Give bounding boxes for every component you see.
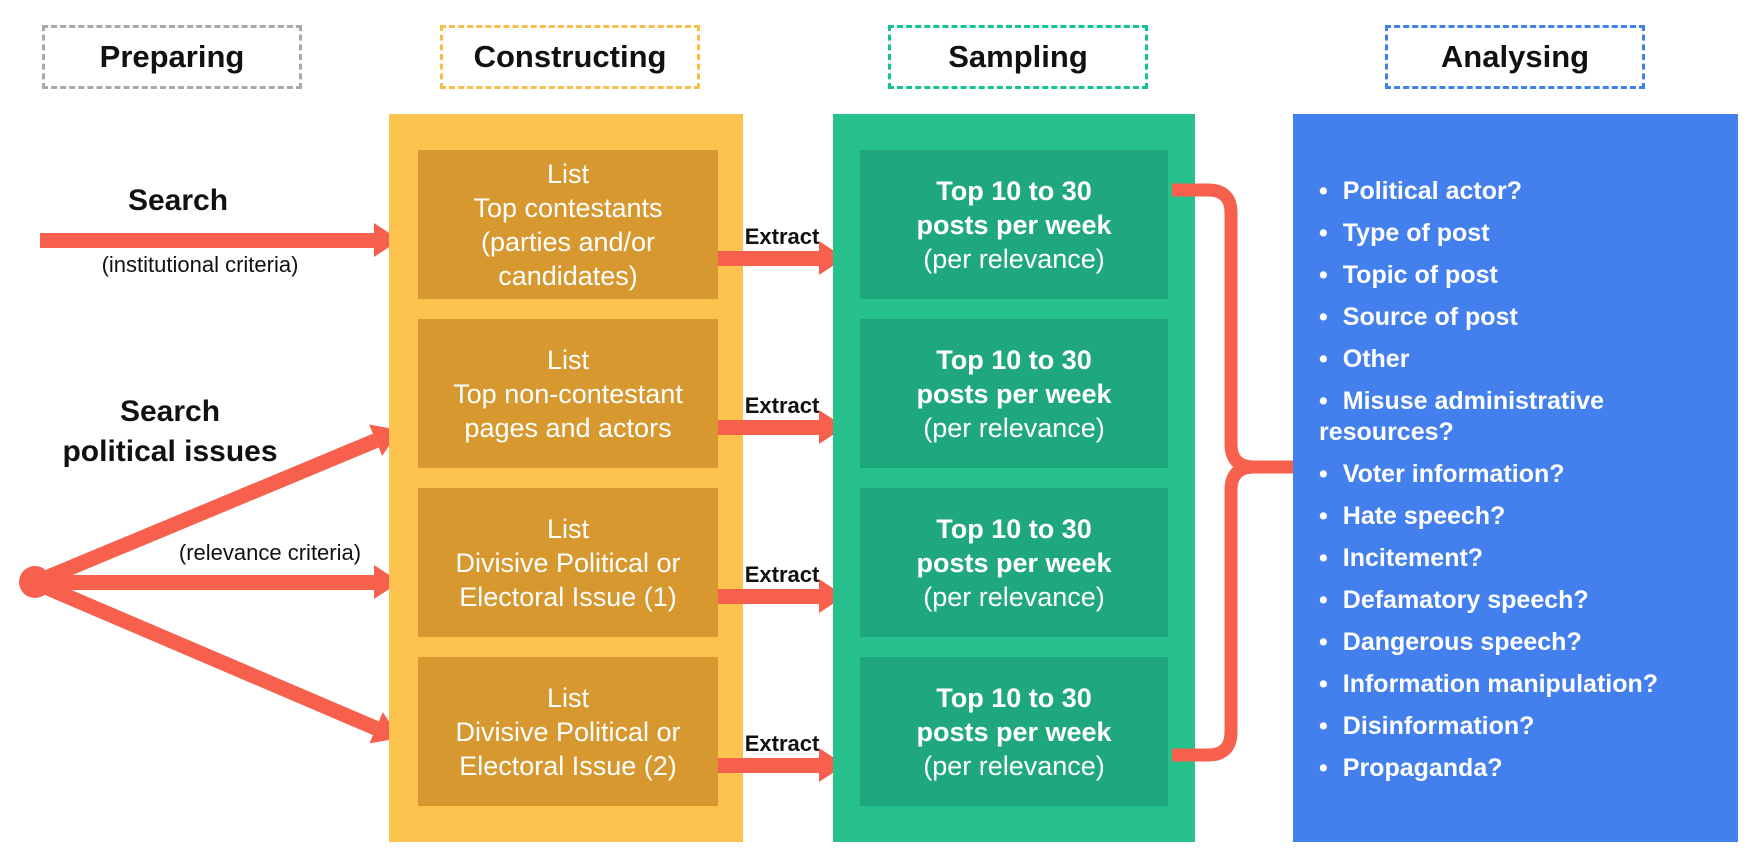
bullet-item: Misuse administrative resources? (1319, 386, 1708, 448)
bullet-text: Disinformation? (1342, 712, 1535, 740)
bullet-text: Other (1342, 345, 1410, 373)
bullet-text: Information manipulation? (1342, 670, 1659, 698)
sampling-panel: Top 10 to 30 posts per week (per relevan… (833, 114, 1195, 842)
extract-label-2: Extract (744, 393, 820, 418)
extract-label-4: Extract (744, 731, 820, 756)
arrow-shaft (718, 250, 819, 266)
arrow-shaft (35, 574, 374, 590)
bullet-text: Propaganda? (1342, 754, 1503, 782)
extract-label-1: Extract (744, 224, 820, 249)
box-text-line: posts per week (916, 716, 1112, 747)
bullet-item: Propaganda? (1319, 753, 1708, 784)
search-issues-label: Search political issues (30, 392, 310, 472)
box-text-line: posts per week (916, 209, 1112, 240)
bullet-item: Political actor? (1319, 176, 1708, 207)
bullet-item: Defamatory speech? (1319, 585, 1708, 616)
phase-label-analysing: Analysing (1385, 25, 1645, 89)
relevance-note: (relevance criteria) (178, 540, 362, 565)
phase-label-preparing: Preparing (42, 25, 302, 89)
constructing-box-1: List Top contestants (parties and/or can… (418, 150, 718, 299)
bullet-text: Dangerous speech? (1342, 628, 1582, 656)
sampling-box-2: Top 10 to 30 posts per week (per relevan… (860, 319, 1168, 468)
box-text-line: Top 10 to 30 (936, 344, 1092, 375)
bullet-item: Incitement? (1319, 543, 1708, 574)
sampling-box-1: Top 10 to 30 posts per week (per relevan… (860, 150, 1168, 299)
bullet-text: Source of post (1342, 303, 1518, 331)
issues-line-1: Search (119, 395, 221, 428)
extract-arrow-4 (718, 748, 845, 782)
bullet-item: Other (1319, 344, 1708, 375)
phase-label-text: Analysing (1440, 39, 1590, 74)
box-text-line: (parties and/or (480, 226, 656, 257)
box-text-line: posts per week (916, 547, 1112, 578)
arrow-shaft (40, 232, 374, 248)
box-text-line: List (546, 344, 590, 375)
brace-connector (1172, 183, 1297, 762)
analysing-panel: Political actor? Type of post Topic of p… (1293, 114, 1738, 842)
search-label: Search (127, 184, 229, 217)
bullet-item: Disinformation? (1319, 711, 1708, 742)
box-text-line: Top 10 to 30 (936, 513, 1092, 544)
arrow-shaft (32, 575, 380, 735)
bullet-text: Incitement? (1342, 544, 1484, 572)
constructing-box-2: List Top non-contestant pages and actors (418, 319, 718, 468)
extract-label-3: Extract (744, 562, 820, 587)
box-text-line: Divisive Political or (455, 716, 681, 747)
extract-arrow-3 (718, 579, 845, 613)
box-text-line: (per relevance) (923, 412, 1105, 443)
phase-label-text: Preparing (99, 39, 245, 74)
box-text-line: Electoral Issue (1) (459, 581, 677, 612)
constructing-box-4: List Divisive Political or Electoral Iss… (418, 657, 718, 806)
bullet-text: Defamatory speech? (1342, 586, 1589, 614)
bullet-item: Information manipulation? (1319, 669, 1708, 700)
constructing-box-3: List Divisive Political or Electoral Iss… (418, 488, 718, 637)
phase-label-constructing: Constructing (440, 25, 700, 89)
bullet-item: Dangerous speech? (1319, 627, 1708, 658)
bullet-item: Topic of post (1319, 260, 1708, 291)
extract-arrow-2 (718, 410, 845, 444)
bullet-text: Voter information? (1342, 460, 1565, 488)
bullet-item: Source of post (1319, 302, 1708, 333)
constructing-panel: List Top contestants (parties and/or can… (389, 114, 743, 842)
box-text-line: Electoral Issue (2) (459, 750, 677, 781)
box-text-line: List (546, 682, 590, 713)
arrow-shaft (718, 419, 819, 435)
box-text-line: posts per week (916, 378, 1112, 409)
bullet-text: Misuse administrative resources? (1319, 387, 1604, 446)
box-text-line: Top non-contestant (453, 378, 683, 409)
box-text-line: pages and actors (464, 412, 672, 443)
arrow-shaft (718, 757, 819, 773)
sampling-box-3: Top 10 to 30 posts per week (per relevan… (860, 488, 1168, 637)
box-text-line: Top 10 to 30 (936, 175, 1092, 206)
phase-label-text: Constructing (473, 39, 667, 74)
box-text-line: Top 10 to 30 (936, 682, 1092, 713)
bullet-text: Topic of post (1342, 261, 1498, 289)
search-note: (institutional criteria) (101, 252, 299, 277)
bullet-item: Hate speech? (1319, 501, 1708, 532)
box-text-line: List (546, 513, 590, 544)
arrow-shaft (718, 588, 819, 604)
phase-label-text: Sampling (948, 39, 1088, 74)
bullet-text: Political actor? (1342, 177, 1522, 205)
box-text-line: (per relevance) (923, 750, 1105, 781)
box-text-line: Divisive Political or (455, 547, 681, 578)
box-text-line: List (546, 158, 590, 189)
box-text-line: (per relevance) (923, 581, 1105, 612)
issues-line-2: political issues (62, 435, 278, 468)
bullet-text: Hate speech? (1342, 502, 1506, 530)
sampling-box-4: Top 10 to 30 posts per week (per relevan… (860, 657, 1168, 806)
bullet-item: Type of post (1319, 218, 1708, 249)
box-text-line: candidates) (498, 260, 638, 291)
phase-label-sampling: Sampling (888, 25, 1148, 89)
box-text-line: (per relevance) (923, 243, 1105, 274)
bullet-text: Type of post (1342, 219, 1490, 247)
box-text-line: Top contestants (473, 192, 663, 223)
bullet-item: Voter information? (1319, 459, 1708, 490)
extract-arrow-1 (718, 241, 845, 275)
